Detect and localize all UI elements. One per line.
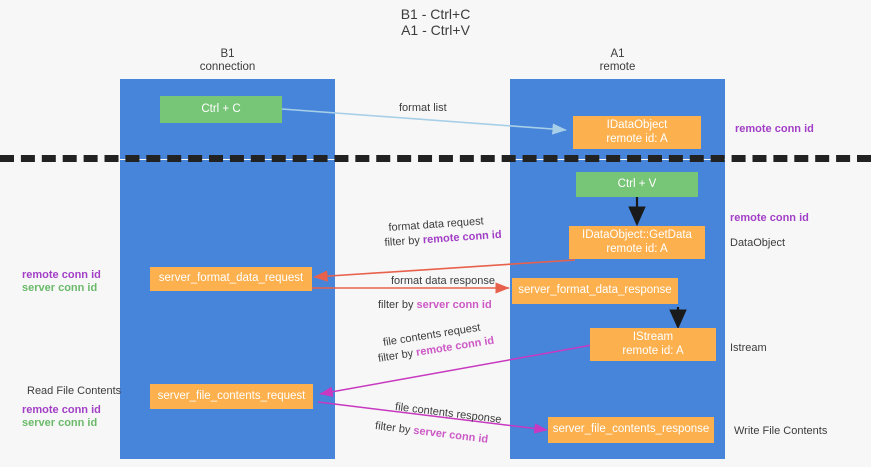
filter-key-remote-conn-id: remote conn id — [422, 228, 502, 247]
lane-a1-lower — [510, 160, 725, 459]
node-istream-title: IStream — [632, 331, 674, 343]
node-getdata-title: IDataObject::GetData — [582, 229, 692, 241]
annotation-left-remote-conn-id-mid: remote conn id — [22, 269, 101, 281]
lane-title-a1: A1 remote — [510, 48, 725, 74]
node-getdata-remote-id: remote id: A — [606, 242, 668, 255]
node-server-format-data-request[interactable]: server_format_data_request — [150, 267, 312, 291]
lane-b1-lower — [120, 160, 335, 459]
annotation-left-server-conn-id-bottom: server conn id — [22, 417, 98, 429]
node-server-format-data-response[interactable]: server_format_data_response — [512, 278, 678, 304]
node-getdata[interactable]: IDataObject::GetData remote id: A — [569, 226, 705, 259]
annotation-remote-conn-id-top: remote conn id — [735, 123, 814, 135]
annotation-remote-conn-id-mid: remote conn id — [730, 212, 809, 224]
filter-prefix: filter by — [377, 346, 418, 365]
annotation-left-server-conn-id-mid: server conn id — [22, 282, 98, 294]
node-server-format-data-response-label: server_format_data_response — [518, 284, 672, 297]
node-idataobject-remote-id: remote id: A — [606, 132, 668, 145]
lane-title-a1-line1: A1 — [610, 48, 625, 60]
lane-title-b1-line2: connection — [199, 61, 256, 73]
phase-divider — [0, 155, 871, 162]
node-server-file-contents-request-label: server_file_contents_request — [157, 389, 306, 402]
node-server-format-data-request-label: server_format_data_request — [158, 272, 304, 285]
annotation-istream: Istream — [730, 342, 767, 354]
edge-label-file-contents-response-text: file contents response — [394, 400, 503, 426]
node-ctrl-c-label: Ctrl + C — [201, 102, 241, 115]
node-server-file-contents-response-label: server_file_contents_response — [552, 423, 710, 436]
node-idataobject-title: IDataObject — [606, 119, 668, 131]
edge-label-format-data-response: format data response — [391, 275, 495, 287]
annotation-read-file-contents: Read File Contents — [27, 385, 122, 397]
diagram-title-line1: B1 - Ctrl+C — [400, 6, 471, 22]
node-idataobject[interactable]: IDataObject remote id: A — [573, 116, 701, 149]
edge-label-format-list: format list — [399, 102, 447, 114]
annotation-left-remote-conn-id-bottom: remote conn id — [22, 404, 101, 416]
node-server-file-contents-response[interactable]: server_file_contents_response — [548, 417, 714, 443]
edge-label-format-data-response-filter: filter by server conn id — [378, 298, 492, 312]
filter-prefix: filter by — [378, 299, 417, 311]
diagram-title: B1 - Ctrl+C A1 - Ctrl+V — [0, 7, 871, 37]
annotation-write-file-contents: Write File Contents — [734, 425, 828, 437]
lane-title-b1-line1: B1 — [220, 48, 235, 60]
node-istream-remote-id: remote id: A — [622, 344, 684, 357]
filter-key-server-conn-id: server conn id — [416, 299, 492, 311]
annotation-dataobject: DataObject — [730, 237, 786, 249]
filter-prefix: filter by — [374, 419, 415, 437]
node-ctrl-v[interactable]: Ctrl + V — [576, 172, 698, 197]
lane-title-a1-line2: remote — [599, 61, 636, 73]
filter-prefix: filter by — [384, 234, 424, 249]
lane-title-b1: B1 connection — [120, 48, 335, 74]
diagram-title-line2: A1 - Ctrl+V — [401, 22, 470, 38]
node-ctrl-c[interactable]: Ctrl + C — [160, 96, 282, 123]
node-ctrl-v-label: Ctrl + V — [617, 177, 657, 190]
node-server-file-contents-request[interactable]: server_file_contents_request — [150, 384, 313, 409]
node-istream[interactable]: IStream remote id: A — [590, 328, 716, 361]
filter-key-server-conn-id: server conn id — [412, 424, 489, 446]
